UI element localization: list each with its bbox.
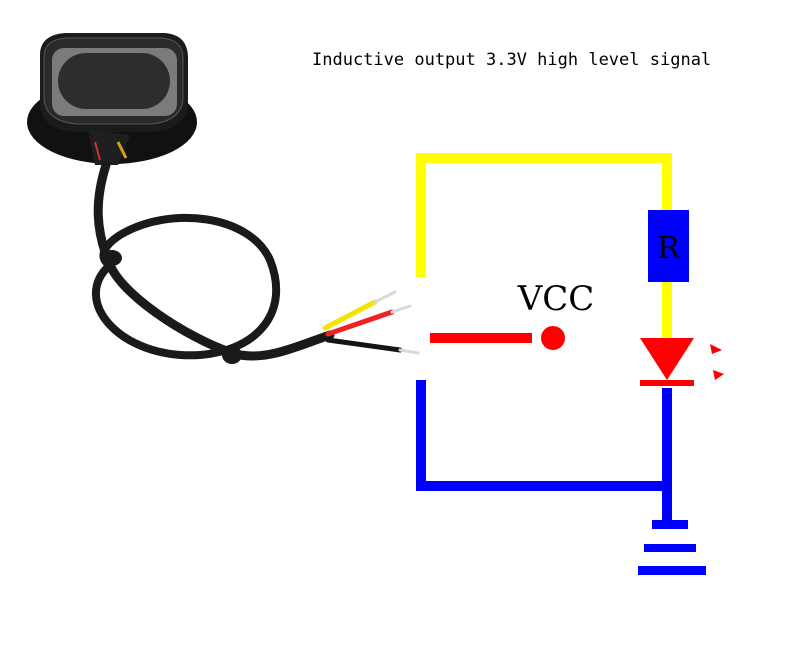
signal-wire-path [416, 153, 672, 277]
sensor-leads [322, 290, 420, 355]
ground-wire-path [416, 380, 667, 491]
resistor: R [648, 210, 689, 282]
sensor-window [58, 53, 170, 109]
vcc-node: VCC [430, 279, 594, 350]
resistor-body [648, 210, 689, 282]
cable-loop [92, 213, 281, 360]
ground-wire [416, 380, 672, 520]
lead-black [325, 337, 403, 353]
lead-yellow [322, 299, 378, 331]
led-diode-icon [640, 338, 724, 386]
resistor-label: R [657, 231, 681, 266]
lead-black-tip [398, 348, 420, 355]
cable-main [93, 160, 335, 361]
signal-wire [416, 153, 672, 340]
lead-red-tip [390, 304, 412, 314]
sensor-cable [92, 160, 335, 364]
cable-tie-2 [222, 346, 242, 364]
ground-bar-3 [638, 566, 706, 575]
diagram-caption: Inductive output 3.3V high level signal [312, 50, 712, 70]
vcc-terminal [541, 326, 565, 350]
vcc-label: VCC [517, 279, 595, 319]
ground-symbol-icon [638, 520, 706, 575]
led-triangle [640, 338, 694, 380]
led-ray-1 [710, 344, 722, 354]
cable-tie-1 [102, 250, 122, 266]
lead-yellow-tip [373, 290, 397, 304]
ground-bar-2 [644, 544, 696, 552]
sensor-stub-red [94, 141, 101, 161]
sensor-stub-yellow [116, 141, 128, 159]
lead-red [325, 309, 395, 337]
led-ray-2 [713, 370, 724, 380]
sensor-pad-icon [27, 33, 197, 165]
ground-bar-1 [652, 520, 688, 529]
